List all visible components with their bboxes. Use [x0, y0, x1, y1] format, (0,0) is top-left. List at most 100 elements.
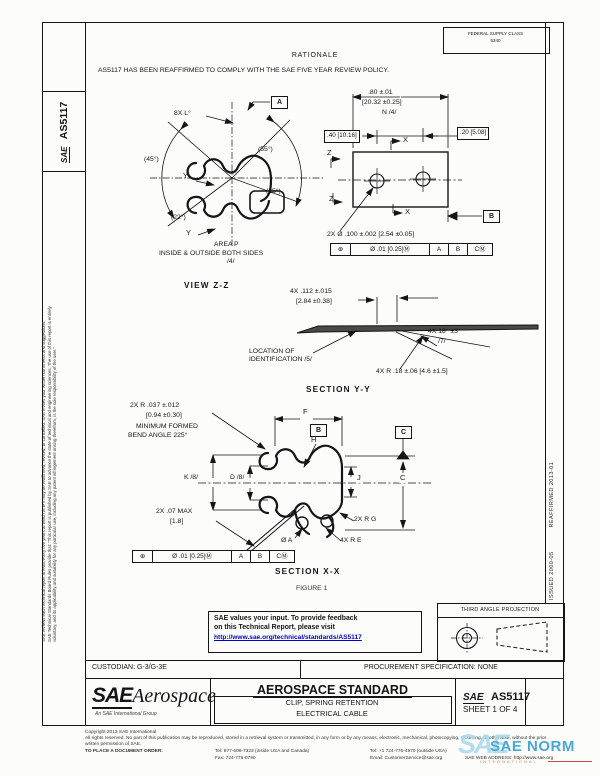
location-id-line2: IDENTIFICATION /5/: [249, 356, 312, 363]
datum-a-box: A: [271, 96, 288, 109]
count-note-8x-l: 8X L°: [174, 110, 191, 117]
sheet-label: SHEET 1 OF 4: [463, 705, 518, 714]
radius-18-callout: 4X R .18 ±.06 [4.6 ±1.5]: [376, 368, 448, 375]
dim-width-mm: [20.32 ±0.25]: [362, 99, 402, 106]
issued-date: ISSUED 2000-05: [549, 551, 555, 600]
dim-j-label: J: [357, 473, 361, 483]
dim-k-label: K /8/: [184, 474, 198, 481]
clip-profile-zz: [186, 154, 273, 220]
dim-width-in: .80 ±.01: [368, 89, 393, 96]
fcf-tolerance: Ø .01 [0.25]Ⓜ: [153, 550, 232, 563]
section-y-arrow-top: Y: [183, 171, 189, 180]
angle-45-label: (45°): [144, 156, 159, 163]
title-box: [214, 696, 452, 724]
radius-037-mm: [0.94 ±0.30]: [146, 412, 182, 419]
feedback-line1: SAE values your input. To provide feedba…: [214, 615, 358, 622]
feedback-link[interactable]: http://www.sae.org/technical/standards/A…: [214, 634, 362, 641]
document-title-line2: ELECTRICAL CABLE: [296, 709, 368, 718]
reaffirmed-date: REAFFIRMED 2013-01: [549, 461, 555, 528]
projection-title: THIRD ANGLE PROJECTION: [460, 607, 540, 613]
custodian-divider: [300, 660, 302, 678]
dim-c-label: C: [399, 473, 407, 483]
document-number: SAE AS5117: [463, 687, 530, 705]
fcf-datum-1: A: [232, 550, 251, 563]
left-column-divider: [85, 22, 87, 725]
titleblock-divider-1: [210, 678, 212, 726]
rationale-text: AS5117 HAS BEEN REAFFIRMED TO COMPLY WIT…: [98, 67, 389, 74]
flat-view-drawing: [330, 94, 482, 232]
section-z-arrow-top: Z: [327, 148, 332, 157]
fsc-class-label: FEDERAL SUPPLY CLASS: [467, 31, 524, 36]
radius-e-callout: 4X R E: [340, 537, 362, 544]
section-xx-label: SECTION X-X: [275, 567, 341, 576]
fcf-datum-1: A: [430, 243, 449, 256]
fcf-datum-2: B: [251, 550, 270, 563]
tel-outside-label: Tel: +1 724-776-4970 (outside USA): [370, 749, 447, 754]
dia-a-callout: Ø A: [281, 537, 293, 544]
section-x-arrow-top: X: [403, 135, 409, 144]
doc-sae-mark: SAE: [463, 692, 484, 704]
flag-note-7: /7/: [438, 338, 446, 345]
dim-f-label: F: [303, 407, 308, 417]
fsc-box: [443, 27, 550, 54]
dim-thickness-in: 4X .112 ±.015: [290, 288, 332, 295]
dim-h-label: H: [311, 435, 317, 444]
order-label: TO PLACE A DOCUMENT ORDER:: [85, 749, 163, 754]
rationale-heading: RATIONALE: [291, 52, 339, 59]
custodian-row-bottom: [85, 678, 563, 680]
rights-text: All rights reserved. No part of this pub…: [85, 736, 547, 747]
standard-type-text: AEROSPACE STANDARD: [253, 683, 412, 698]
feedback-box: [208, 611, 422, 653]
figure-caption: FIGURE 1: [296, 585, 328, 592]
sidebar-disclaimer-2: SAE reviews each technical report at lea…: [41, 320, 46, 642]
flag-note-4: /4/: [227, 258, 235, 265]
radius-037-callout: 2X R .037 ±.012: [130, 402, 180, 409]
section-yy-label: SECTION Y-Y: [306, 385, 371, 394]
doc-number-text: AS5117: [491, 691, 531, 703]
right-column-divider: [545, 22, 547, 603]
email-label: Email: CustomerService@sae.org: [370, 756, 443, 761]
sae-aerospace-logo: SAEAerospace: [92, 684, 216, 709]
fcf-datum-3: CⓂ: [270, 550, 295, 563]
datum-b-box: B: [483, 210, 500, 223]
max-07-note: 2X .07 MAX: [156, 508, 193, 515]
position-symbol-icon: ⊕: [132, 550, 153, 563]
bend-note-line1: MINIMUM FORMED: [136, 423, 198, 430]
doc-id-cell: [42, 91, 85, 172]
logo-subtext: An SAE International Group: [95, 711, 157, 717]
section-x-arrow-bottom: X: [405, 207, 411, 216]
sidebar-disclaimer-1: SAE Technical Standards Board Rules prov…: [47, 306, 57, 642]
view-zz-label: VIEW Z-Z: [184, 281, 230, 290]
feedback-line2: on this Technical Report, please visit: [214, 624, 335, 631]
dim-thickness-mm: [2.84 ±0.38]: [296, 298, 332, 305]
section-yy-drawing: [296, 295, 539, 370]
logo-sae-text: SAE: [92, 684, 133, 709]
max-07-mm: [1.8]: [170, 518, 184, 525]
projection-box: [437, 603, 565, 662]
bend-note-line2: BEND ANGLE 225°: [128, 432, 188, 439]
view-zz-drawing: [150, 101, 325, 246]
fcf-datum-2: B: [449, 243, 468, 256]
feature-control-frame-holes: ⊕ Ø .01 [0.25]Ⓜ A B CⓂ: [330, 243, 493, 256]
radius-g-callout: 2X R G: [354, 516, 377, 523]
projection-header-divider: [437, 617, 563, 619]
section-z-arrow-bottom: Z: [329, 194, 334, 203]
location-id-line1: LOCATION OF: [249, 348, 295, 355]
third-angle-projection-icon: [451, 621, 548, 653]
titleblock-divider-3: [525, 678, 527, 726]
sidebar-doc-id: SAE AS5117: [54, 102, 72, 163]
custodian-label: CUSTODIAN: G-3/G-3E: [92, 664, 167, 671]
sheet-border: [42, 22, 564, 726]
disclaimer-line-2: voluntary, and its applicability and sui…: [52, 347, 57, 642]
angle-25-label: (25°): [266, 188, 281, 195]
angle-55-label: (55°): [258, 146, 273, 153]
dim-d-label: D /8/: [230, 474, 245, 481]
section-y-arrow-bottom: Y: [186, 228, 192, 237]
datum-c-box: C: [395, 426, 412, 439]
web-address-label: SAE WEB ADDRESS: http://www.sae.org: [465, 756, 554, 761]
fcf-tolerance: Ø .01 [0.25]Ⓜ: [351, 243, 430, 256]
standard-type-heading: AEROSPACE STANDARD: [211, 681, 454, 699]
custodian-row-top: [85, 660, 563, 662]
